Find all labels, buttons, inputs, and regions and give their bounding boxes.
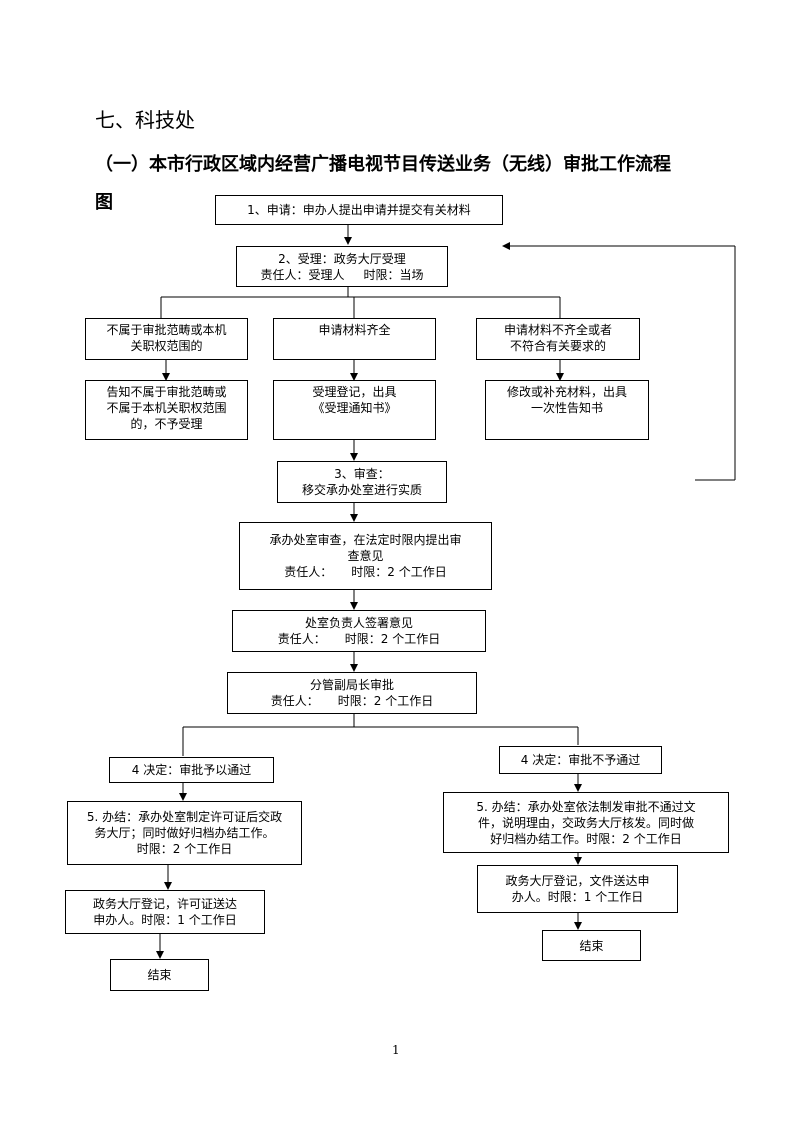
end-approve-line: 结束 [147, 968, 172, 982]
branch-complete-line: 申请材料齐全 [318, 323, 391, 337]
decision-deny: 4 决定：审批不予通过 [499, 746, 662, 774]
flowchart-title-line2: 图 [95, 192, 113, 213]
step-register-line: 受理登记，出具 [312, 385, 397, 399]
step-dept-head-line: 责任人： 时限：2 个工作日 [277, 632, 441, 646]
branch-not-in-scope-line: 关职权范围的 [130, 339, 203, 353]
step-deliver-deny-line: 办人。时限：1 个工作日 [511, 890, 644, 904]
step-accept-line: 责任人：受理人 时限：当场 [260, 267, 424, 282]
step-register: 受理登记，出具 《受理通知书》 [273, 380, 436, 440]
step-finish-deny-line: 件，说明理由，交政务大厅核发。同时做 [477, 815, 694, 830]
step-deliver-deny-line: 政务大厅登记，文件送达申 [505, 874, 650, 888]
end-deny: 结束 [542, 930, 641, 961]
step-notify-reject-line: 告知不属于审批范畴或 [106, 385, 227, 399]
step-finish-approve-line: 务大厅；同时做好归档办结工作。 [94, 826, 275, 840]
step-dept-head: 处室负责人签署意见 责任人： 时限：2 个工作日 [232, 610, 486, 652]
branch-not-in-scope: 不属于审批范畴或本机 关职权范围的 [85, 318, 248, 360]
step-finish-deny-line: 5. 办结：承办处室依法制发审批不通过文 [476, 799, 696, 814]
step-review: 3、审查： 移交承办处室进行实质 [277, 461, 447, 503]
step-accept-line: 2、受理：政务大厅受理 [278, 251, 406, 266]
step-deliver-deny: 政务大厅登记，文件送达申 办人。时限：1 个工作日 [477, 865, 678, 913]
step-dept-head-line: 处室负责人签署意见 [304, 616, 413, 630]
step-notify-reject: 告知不属于审批范畴或 不属于本机关职权范围 的，不予受理 [85, 380, 248, 440]
flowchart-title: （一）本市行政区域内经营广播电视节目传送业务（无线）审批工作流程 图 [95, 146, 715, 222]
step-apply: 1、申请：申办人提出申请并提交有关材料 [215, 195, 503, 225]
step-deliver-approve-line: 申办人。时限：1 个工作日 [93, 913, 237, 927]
step-finish-approve: 5. 办结：承办处室制定许可证后交政 务大厅；同时做好归档办结工作。 时限：2 … [67, 801, 302, 865]
step-accept: 2、受理：政务大厅受理 责任人：受理人 时限：当场 [236, 246, 448, 287]
step-apply-line: 1、申请：申办人提出申请并提交有关材料 [247, 203, 471, 217]
step-deputy-approval: 分管副局长审批 责任人： 时限：2 个工作日 [227, 672, 477, 714]
step-supplement: 修改或补充材料，出具 一次性告知书 [485, 380, 649, 440]
step-notify-reject-line: 不属于本机关职权范围 [106, 401, 227, 415]
step-notify-reject-line: 的，不予受理 [130, 417, 203, 431]
decision-approve-line: 4 决定：审批予以通过 [131, 763, 252, 777]
section-heading: 七、科技处 [95, 108, 195, 132]
branch-complete: 申请材料齐全 [273, 318, 436, 360]
step-dept-review-line: 查意见 [347, 549, 384, 563]
step-finish-deny-line: 好归档办结工作。时限：2 个工作日 [490, 831, 682, 846]
step-finish-approve-line: 5. 办结：承办处室制定许可证后交政 [86, 810, 283, 824]
step-review-line: 移交承办处室进行实质 [301, 483, 422, 497]
step-deliver-approve-line: 政务大厅登记，许可证送达 [92, 897, 237, 911]
end-deny-line: 结束 [579, 938, 604, 953]
end-approve: 结束 [110, 959, 209, 991]
step-dept-review-line: 承办处室审查，在法定时限内提出审 [269, 533, 462, 547]
step-dept-review-line: 责任人： 时限：2 个工作日 [284, 565, 447, 579]
step-supplement-line: 一次性告知书 [530, 401, 603, 415]
decision-approve: 4 决定：审批予以通过 [109, 757, 274, 783]
step-register-line: 《受理通知书》 [312, 401, 397, 415]
step-deputy-approval-line: 分管副局长审批 [309, 678, 394, 692]
step-finish-approve-line: 时限：2 个工作日 [136, 842, 233, 856]
branch-incomplete-line: 不符合有关要求的 [509, 339, 606, 353]
step-dept-review: 承办处室审查，在法定时限内提出审 查意见 责任人： 时限：2 个工作日 [239, 522, 492, 590]
branch-incomplete-line: 申请材料不齐全或者 [503, 323, 612, 337]
branch-incomplete: 申请材料不齐全或者 不符合有关要求的 [476, 318, 640, 360]
step-supplement-line: 修改或补充材料，出具 [506, 385, 627, 399]
page-number: 1 [392, 1043, 400, 1057]
step-finish-deny: 5. 办结：承办处室依法制发审批不通过文 件，说明理由，交政务大厅核发。同时做 … [443, 792, 729, 853]
step-review-line: 3、审查： [334, 467, 390, 481]
decision-deny-line: 4 决定：审批不予通过 [520, 753, 641, 767]
branch-not-in-scope-line: 不属于审批范畴或本机 [106, 323, 227, 337]
step-deliver-approve: 政务大厅登记，许可证送达 申办人。时限：1 个工作日 [65, 890, 265, 934]
flowchart-title-line1: （一）本市行政区域内经营广播电视节目传送业务（无线）审批工作流程 [95, 154, 671, 175]
step-deputy-approval-line: 责任人： 时限：2 个工作日 [270, 694, 434, 708]
